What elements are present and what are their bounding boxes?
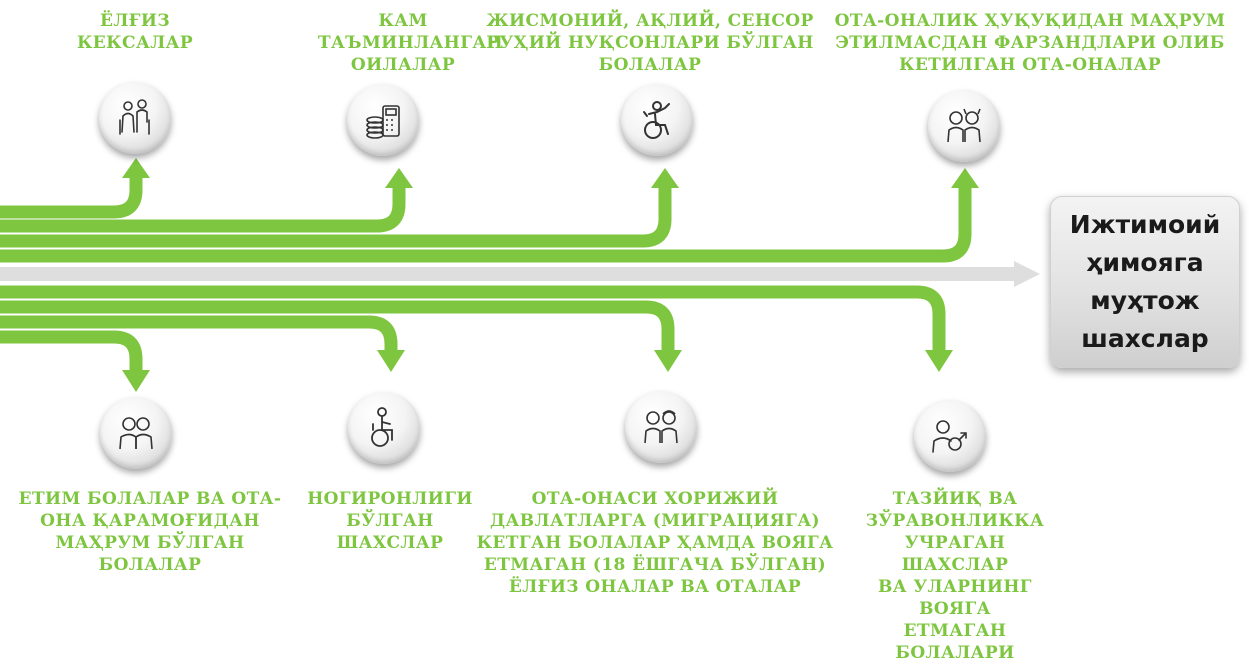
person-male-symbol-icon (932, 420, 967, 453)
branch-bottom-1 (0, 330, 143, 372)
label-elderly: ЁЛҒИЗ КЕКСАЛАР (76, 11, 194, 53)
orphan-children-icon-circle (100, 397, 172, 469)
label-orphans: ЕТИМ БОЛАЛАР ВА ОТА- ОНА ҚАРАМОҒИДАН МАҲ… (18, 489, 282, 575)
top-arrowheads (122, 158, 979, 188)
arrowhead-bottom-1 (122, 370, 150, 392)
wheelchair-user-icon-circle (348, 392, 420, 464)
label-violence-victims: ТАЗЙИҚ ВА ЗЎРАВОНЛИККА УЧРАГАН ШАХСЛАР В… (865, 489, 1045, 663)
arrowhead-top-2 (385, 168, 413, 188)
children-pair-icon-circle (928, 90, 1000, 162)
branch-top-1 (0, 176, 143, 219)
branch-bottom-3 (0, 300, 675, 352)
bottom-arrowheads (122, 350, 953, 392)
arrowhead-top-1 (122, 158, 150, 178)
flow-diagram (0, 158, 1040, 392)
boy-girl-icon-circle (625, 391, 697, 463)
bottom-branches (0, 285, 946, 372)
arrowhead-bottom-2 (377, 350, 405, 372)
branch-top-3 (0, 186, 672, 248)
label-low-income: КАМ ТАЪМИНЛАНГАН ОИЛАЛАР (318, 11, 504, 75)
target-label: Ижтимоий ҳимояга муҳтож шахслар (1069, 210, 1221, 353)
branch-top-4 (0, 186, 972, 263)
arrowhead-top-4 (951, 168, 979, 188)
elderly-couple-icon (119, 99, 150, 135)
coins-calculator-icon (366, 105, 400, 139)
branch-bottom-2 (0, 315, 398, 352)
branch-top-2 (0, 186, 406, 233)
boy-girl-icon (644, 410, 678, 444)
orphan-children-icon (119, 417, 153, 450)
label-migrant-children: ОТА-ОНАСИ ХОРИЖИЙ ДАВЛАТЛАРГА (МИГРАЦИЯГ… (476, 489, 834, 597)
label-parents-separated: ОТА-ОНАЛИК ҲУҚУҚИДАН МАҲРУМ ЭТИЛМАСДАН Ф… (834, 11, 1226, 75)
arrowhead-bottom-4 (925, 350, 953, 372)
coins-calculator-icon-circle (347, 84, 419, 156)
wheelchair-user-icon (371, 407, 393, 447)
arrowhead-bottom-3 (654, 350, 682, 372)
children-pair-icon (947, 108, 981, 143)
elderly-couple-icon-circle (99, 82, 171, 154)
target-box: Ижтимоий ҳимояга муҳтож шахслар (1050, 196, 1240, 368)
top-branches (0, 176, 972, 263)
center-arrow (0, 261, 1040, 287)
label-disabled-children: ЖИСМОНИЙ, АҚЛИЙ, СЕНСОР РУҲИЙ НУҚСОНЛАРИ… (486, 11, 814, 75)
label-disabled-persons: НОГИРОНЛИГИ БЎЛГАН ШАХСЛАР (307, 489, 473, 553)
wheelchair-child-icon (643, 101, 670, 139)
branch-bottom-4 (0, 285, 946, 352)
arrowhead-top-3 (651, 168, 679, 188)
person-male-symbol-icon-circle (914, 400, 986, 472)
wheelchair-child-icon-circle (621, 84, 693, 156)
